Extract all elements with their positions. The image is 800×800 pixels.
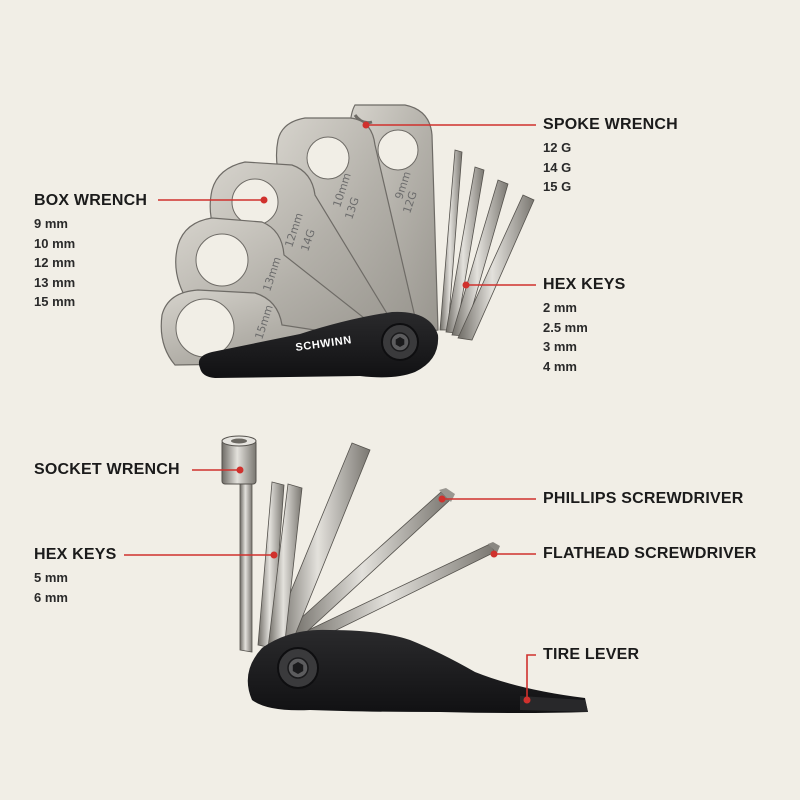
bottom-tool-body (247, 629, 588, 713)
label-spoke-wrench-title: SPOKE WRENCH (543, 116, 678, 133)
box-wrench-size: 13 mm (34, 274, 76, 290)
hex-key-size: 6 mm (34, 589, 68, 605)
label-phillips-title: PHILLIPS SCREWDRIVER (543, 490, 744, 507)
label-box-wrench: BOX WRENCH 9 mm 10 mm 12 mm 13 mm 15 mm (34, 191, 147, 312)
spoke-size: 14 G (543, 159, 572, 175)
label-bottom-hex-keys-title: HEX KEYS (34, 546, 117, 563)
tire-lever-tip (520, 696, 588, 712)
bottom-multitool (221, 435, 588, 713)
hex-key-size: 5 mm (34, 570, 68, 585)
label-spoke-wrench: SPOKE WRENCH 12 G 14 G 15 G (543, 115, 678, 197)
spoke-size: 12 G (543, 140, 572, 155)
hex-key-size: 2 mm (543, 300, 577, 315)
label-top-hex-keys-title: HEX KEYS (543, 276, 626, 293)
socket-wrench (221, 435, 257, 653)
hex-key-size: 3 mm (543, 339, 577, 354)
top-tool-body (198, 311, 439, 378)
leader-lines (124, 121, 536, 704)
label-tire-lever-title: TIRE LEVER (543, 646, 640, 663)
label-top-hex-keys: HEX KEYS 2 mm 2.5 mm 3 mm 4 mm (543, 275, 626, 376)
label-bottom-hex-keys: HEX KEYS 5 mm 6 mm (34, 545, 117, 607)
box-wrench-size: 9 mm (34, 216, 68, 231)
hex-key-size: 2.5 mm (543, 319, 588, 335)
label-box-wrench-title: BOX WRENCH (34, 192, 148, 209)
label-flathead: FLATHEAD SCREWDRIVER (543, 544, 756, 564)
hex-key-size: 4 mm (543, 358, 577, 374)
label-socket-wrench: SOCKET WRENCH (34, 460, 180, 480)
top-pivot-bolt (381, 323, 419, 361)
box-wrench-size: 12 mm (34, 255, 76, 270)
bottom-pivot-bolt (277, 647, 319, 689)
label-socket-wrench-title: SOCKET WRENCH (34, 461, 180, 478)
box-wrench-size: 10 mm (34, 235, 76, 251)
leader-tire-lever (526, 654, 536, 700)
spoke-size: 15 G (543, 179, 572, 194)
top-multitool: 15mm 13mm 12mm 14G 10mm 13G 9mm 12G SCHW… (160, 104, 535, 378)
label-tire-lever: TIRE LEVER (543, 645, 639, 665)
label-phillips: PHILLIPS SCREWDRIVER (543, 489, 743, 509)
box-wrench-size: 15 mm (34, 294, 76, 309)
top-hex-key-rods (439, 149, 535, 341)
label-flathead-title: FLATHEAD SCREWDRIVER (543, 545, 757, 562)
